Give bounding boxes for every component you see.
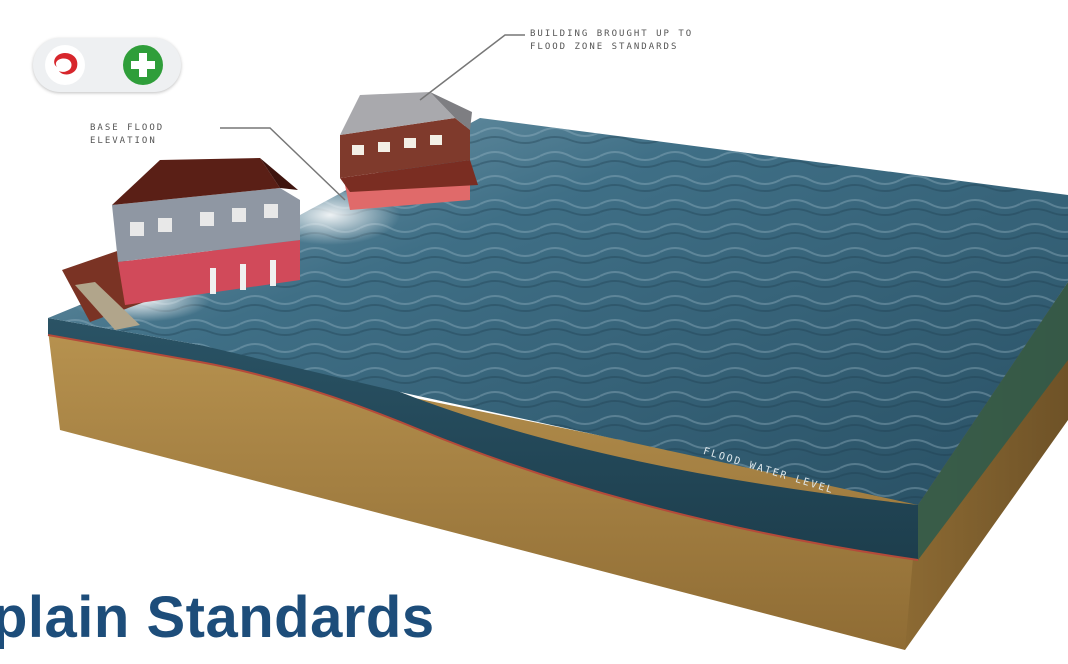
callout-base-flood-elevation: BASE FLOOD ELEVATION (90, 123, 165, 146)
hurricane-icon (45, 45, 85, 85)
house-base-flood (62, 158, 300, 330)
soil-front-face (48, 330, 918, 650)
callout-leader-bfe (220, 127, 346, 201)
callout-building-standards: BUILDING BROUGHT UP TO FLOOD ZONE STANDA… (530, 29, 694, 52)
soil-boundary-line (47, 334, 919, 561)
page-title: plain Standards (0, 585, 435, 650)
plus-cross-icon (123, 45, 163, 85)
raised-building (340, 92, 478, 210)
water-cross-section (48, 318, 918, 560)
logo-badges (33, 38, 181, 92)
water-side-face (918, 282, 1068, 560)
callout-leader-building (419, 34, 525, 101)
